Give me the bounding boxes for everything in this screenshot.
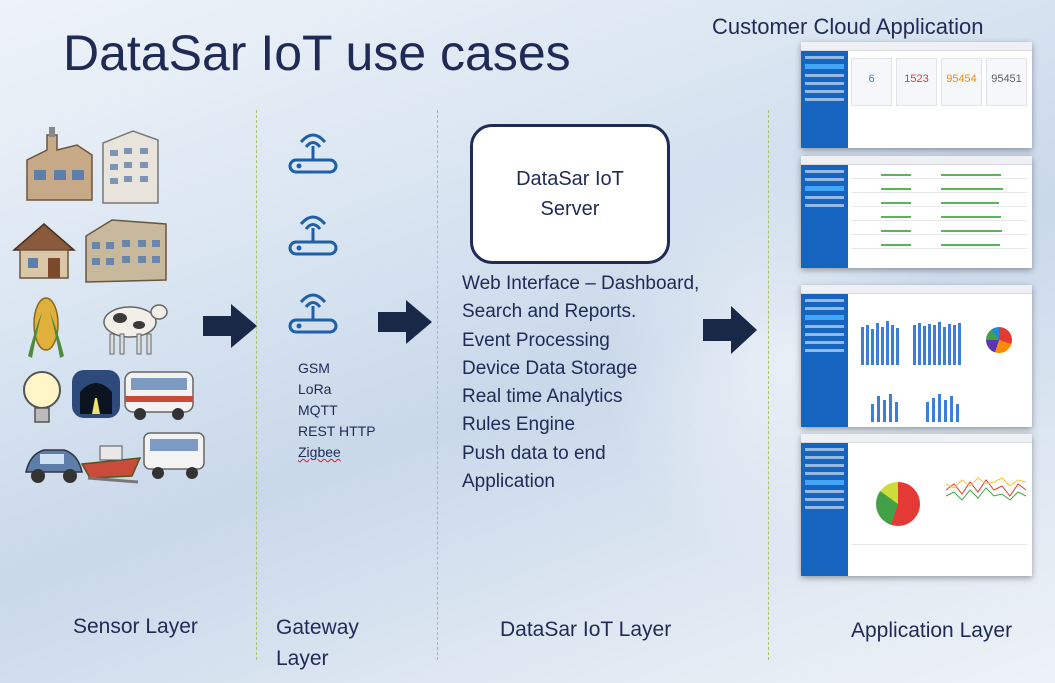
feature-item: Event Processing xyxy=(462,329,610,351)
dashboard-screenshot-energy xyxy=(801,434,1032,576)
corn-icon xyxy=(28,297,64,358)
kpi-value: 6 xyxy=(868,73,875,85)
office-building-icon xyxy=(102,130,159,204)
protocol-item: MQTT xyxy=(298,402,338,418)
house-icon xyxy=(11,223,77,279)
feature-item: Web Interface – Dashboard, xyxy=(462,273,700,294)
light-bulb-icon xyxy=(23,371,61,423)
arrow-right-icon xyxy=(203,304,257,348)
layer-divider-3 xyxy=(768,110,769,660)
protocol-item: REST HTTP xyxy=(298,423,376,439)
kpi-tile: 1523 xyxy=(896,58,937,106)
feature-item: Device Data Storage xyxy=(462,357,638,379)
protocol-item: GSM xyxy=(298,360,330,376)
server-label-line2: Server xyxy=(540,198,600,220)
kpi-tile: 6 xyxy=(851,58,892,106)
gateway-layer-label-line2: Layer xyxy=(276,647,329,670)
feature-item: Application xyxy=(462,471,555,493)
application-layer-label: Application Layer xyxy=(851,619,1013,642)
arrow-right-icon xyxy=(378,300,432,344)
server-feature-list: Web Interface – Dashboard, Search and Re… xyxy=(462,270,699,496)
boat-icon xyxy=(80,445,142,484)
car-icon xyxy=(25,449,83,483)
protocol-item: LoRa xyxy=(298,381,332,397)
kpi-value: 95451 xyxy=(991,73,1022,85)
kpi-tile: 95454 xyxy=(941,58,982,106)
kpi-value: 95454 xyxy=(946,73,977,85)
dashboard-screenshot-payloads xyxy=(801,156,1032,268)
page-title: DataSar IoT use cases xyxy=(63,25,571,81)
gateway-protocol-list: GSM LoRa MQTT REST HTTP Zigbee xyxy=(298,358,376,463)
server-label-line1: DataSar IoT xyxy=(516,168,624,190)
tunnel-icon xyxy=(72,370,120,418)
protocol-item: Zigbee xyxy=(298,444,341,460)
router-icon xyxy=(288,215,338,256)
feature-item: Real time Analytics xyxy=(462,386,623,408)
router-icon xyxy=(288,133,338,174)
apartment-building-icon xyxy=(85,219,167,283)
datasar-layer-label: DataSar IoT Layer xyxy=(500,618,672,641)
layer-divider-2 xyxy=(437,110,438,660)
cloud-application-title: Customer Cloud Application xyxy=(712,14,984,39)
arrow-right-icon xyxy=(703,306,757,354)
gateway-layer-label-line1: Gateway xyxy=(276,616,359,639)
dashboard-screenshot-overview: 6 1523 95454 95451 xyxy=(801,42,1032,148)
factory-icon xyxy=(26,127,93,201)
feature-item: Push data to end xyxy=(462,442,606,464)
sensor-layer-label: Sensor Layer xyxy=(73,615,198,638)
kpi-tile: 95451 xyxy=(986,58,1027,106)
bus-icon xyxy=(124,371,194,420)
kpi-value: 1523 xyxy=(904,73,929,85)
dashboard-screenshot-charts xyxy=(801,285,1032,427)
layer-divider-1 xyxy=(256,110,257,660)
cow-icon xyxy=(103,304,168,355)
feature-item: Search and Reports. xyxy=(462,301,637,323)
router-icon xyxy=(288,293,338,334)
feature-item: Rules Engine xyxy=(462,414,576,436)
school-bus-icon xyxy=(143,432,205,479)
datasar-server-box: DataSar IoT Server xyxy=(470,124,670,264)
